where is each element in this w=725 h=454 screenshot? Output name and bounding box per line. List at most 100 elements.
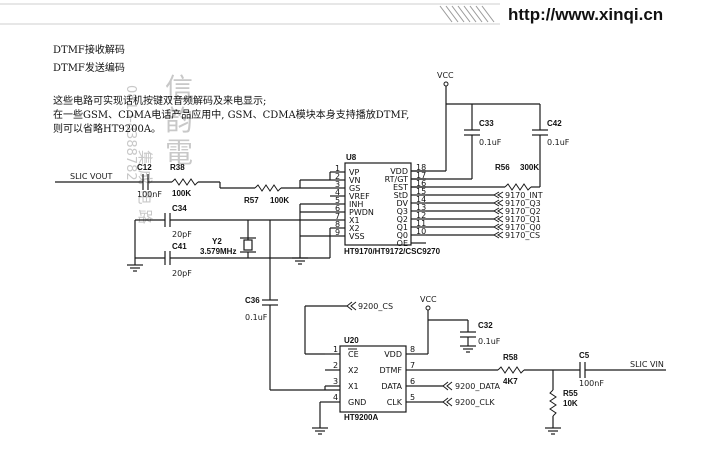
u8-part: HT9170/HT9172/CSC9270 (344, 247, 441, 256)
u8-net-label-2: 9170_Q2 (505, 207, 541, 216)
c5-ref: C5 (579, 351, 590, 360)
c42-value: 0.1uF (547, 138, 570, 147)
c33-value: 0.1uF (479, 138, 502, 147)
r55-ref: R55 (563, 389, 578, 398)
slic-vout-label: SLIC VOUT (70, 172, 113, 181)
c42-ref: C42 (547, 119, 562, 128)
r57-ref: R57 (244, 196, 259, 205)
dtmf-output-path: R58 4K7 C5 100nF SLIC VIN R55 10K (420, 351, 666, 435)
u20-pin-right-0-number: 8 (410, 345, 415, 354)
u8-pin-5-name: INH (349, 200, 363, 209)
watermark-char-2: 韵 (165, 104, 193, 137)
c12-value: 100nF (137, 190, 162, 199)
r58-value: 4K7 (503, 377, 518, 386)
u8-pin-5-number: 5 (335, 196, 340, 205)
u20-pin-left-1-number: 2 (333, 361, 338, 370)
u8-pin-8-name: X2 (349, 224, 360, 233)
c33-capacitor: C33 0.1uF (464, 119, 502, 179)
u8-ref: U8 (346, 153, 357, 162)
site-url[interactable]: http://www.xinqi.cn (508, 5, 663, 24)
u20-pin-right-3-number: 5 (410, 393, 415, 402)
u8-pin-1-name: VP (349, 168, 359, 177)
c32-ref: C32 (478, 321, 493, 330)
u8-pin-3-name: GS (349, 184, 360, 193)
u8-pin-right-1-name: RT/GT (385, 175, 408, 184)
u8-net-label-0: 9170_INT (505, 191, 543, 200)
vcc-label-1: VCC (437, 71, 454, 80)
slic-vin-label: SLIC VIN (630, 360, 664, 369)
c41-value: 20pF (172, 269, 192, 278)
net-9200-cs: 9200_CS (304, 301, 393, 355)
u20-pin-left-3-name: GND (348, 398, 366, 407)
u20-pin-left-0-name: CE (348, 350, 359, 359)
u20-pin-right-1-number: 7 (410, 361, 415, 370)
c34-ref: C34 (172, 204, 187, 213)
u8-pin-right-4-number: 14 (416, 195, 426, 204)
u8-pin-2-name: VN (349, 176, 360, 185)
u8-pin-right-2-name: EST (393, 183, 408, 192)
c12-ref: C12 (137, 163, 152, 172)
y2-value: 3.579MHz (200, 247, 236, 256)
u20-pin-left-3-number: 4 (333, 393, 338, 402)
net-9200-clk: 9200_CLK (420, 397, 495, 407)
u20-pin-right-3-name: CLK (387, 398, 403, 407)
net-9200-cs-label: 9200_CS (358, 302, 393, 311)
u20-pin-right-0-name: VDD (384, 350, 402, 359)
u8-net-label-3: 9170_Q1 (505, 215, 541, 224)
c36-capacitor: C36 0.1uF (245, 296, 340, 391)
u8-pin-4-name: VREF (349, 192, 370, 201)
vcc-label-2: VCC (420, 295, 437, 304)
header-bar: http://www.xinqi.cn (0, 3, 663, 25)
c36-value: 0.1uF (245, 313, 268, 322)
net-9200-data: 9200_DATA (420, 381, 500, 391)
u8-pin-2-number: 2 (335, 172, 340, 181)
c42-capacitor: C42 0.1uF (532, 119, 570, 187)
net-9200-data-label: 9200_DATA (455, 382, 500, 391)
u8-pin-right-2-number: 16 (416, 179, 426, 188)
r58-ref: R58 (503, 353, 518, 362)
watermark: 信 韵 電 集 成 电 路 0813-8388782 (123, 72, 193, 224)
u8-net-label-5: 9170_CS (505, 231, 540, 240)
u8-pin-right-7-number: 11 (416, 219, 426, 228)
u8-output-nets: 9170_INT9170_Q39170_Q29170_Q19170_Q09170… (426, 191, 543, 240)
r57-resistor: R57 100K (244, 184, 330, 205)
u8-pin-right-1-number: 17 (416, 171, 426, 180)
u20-ref: U20 (344, 336, 359, 345)
u8-pin-7-number: 7 (335, 212, 340, 221)
u20-chip: U20 HT9200A (339, 336, 407, 422)
notes: DTMF接收解码 DTMF发送编码 这些电路可实现话机按键双音频解码及来电显示;… (53, 43, 409, 135)
u8-net-label-1: 9170_Q3 (505, 199, 541, 208)
r55-value: 10K (563, 399, 578, 408)
u20-pin-left-0-number: 1 (333, 345, 338, 354)
u8-pin-right-3-name: StD (394, 191, 408, 200)
u8-pin-right-6-name: Q2 (397, 215, 408, 224)
u20-pin-left-1-name: X2 (348, 366, 359, 375)
crystal-section: C34 20pF C41 20pF Y2 3.579MHz (127, 204, 331, 300)
watermark-phone: 0813-8388782 (123, 85, 138, 181)
vcc-u8: VCC (411, 71, 541, 172)
watermark-char-1: 信 (165, 72, 193, 105)
c41-ref: C41 (172, 242, 187, 251)
ground-u8 (292, 257, 308, 265)
ground-u20 (312, 401, 328, 435)
u20-pin-right-2-name: DATA (381, 382, 402, 391)
u20-pin-right-2-number: 6 (410, 377, 415, 386)
u8-pin-6-number: 6 (335, 204, 340, 213)
u8-pin-9-name: VSS (349, 232, 365, 241)
note-line-5: 则可以省略HT9200A。 (53, 122, 161, 135)
u8-pin-4-number: 4 (335, 188, 340, 197)
r56-resistor: R56 300K (411, 163, 540, 191)
r56-ref: R56 (495, 163, 510, 172)
u20-pin-left-2-number: 3 (333, 377, 338, 386)
u8-pin-9-number: 9 (335, 228, 340, 237)
c5-value: 100nF (579, 379, 604, 388)
slic-vout-input: SLIC VOUT C12 100nF (55, 163, 172, 199)
u8-pin-right-8-number: 10 (416, 227, 426, 236)
u8-pin-right-4-name: DV (397, 199, 409, 208)
u20-pin-left-2-name: X1 (348, 382, 359, 391)
u20-pin-right-1-name: DTMF (379, 366, 402, 375)
note-line-4: 在一些GSM、CDMA电话产品应用中, GSM、CDMA模块本身支持播放DTMF… (53, 108, 409, 121)
c32-value: 0.1uF (478, 337, 501, 346)
